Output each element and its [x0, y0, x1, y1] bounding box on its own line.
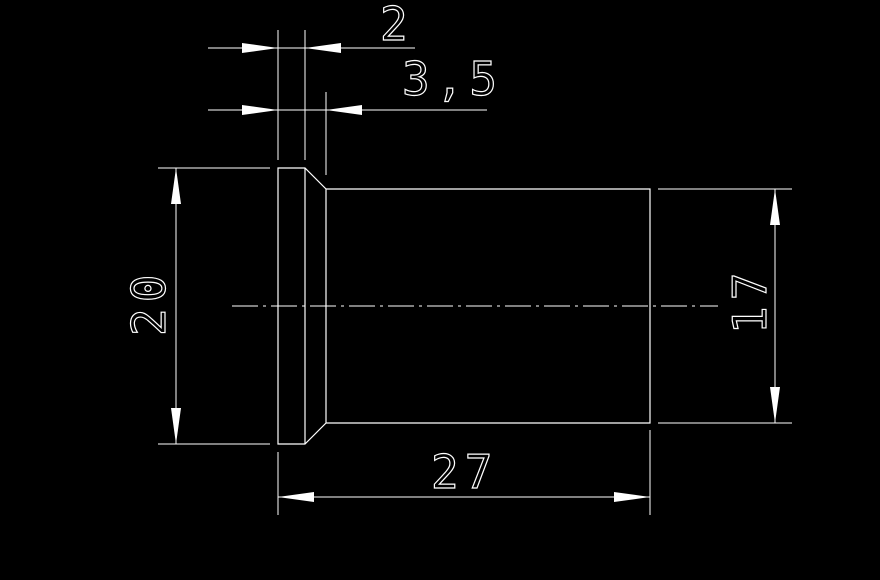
arrow-bottom [171, 408, 181, 444]
arrow-right [614, 492, 650, 502]
dimension-label: 2 [380, 0, 414, 51]
arrow-bottom [770, 387, 780, 423]
dimension-overall-length: 27 [277, 430, 651, 515]
arrow-left [242, 105, 278, 115]
dimension-label: 20 [122, 269, 176, 336]
dimension-body-diameter: 17 [658, 188, 792, 424]
arrow-top [171, 168, 181, 204]
dimension-flange-thickness: 2 [208, 0, 415, 160]
body-outline [326, 188, 651, 424]
arrow-left [242, 43, 278, 53]
arrow-top [770, 189, 780, 225]
arrow-right [326, 105, 362, 115]
dimension-label: 17 [723, 267, 777, 334]
dimension-label: 3,5 [402, 52, 503, 106]
dimension-chamfer-offset: 3,5 [208, 51, 503, 175]
dimension-label: 27 [431, 445, 498, 499]
arrow-right [305, 43, 341, 53]
dimension-flange-diameter: 20 [121, 167, 270, 445]
arrow-left [278, 492, 314, 502]
